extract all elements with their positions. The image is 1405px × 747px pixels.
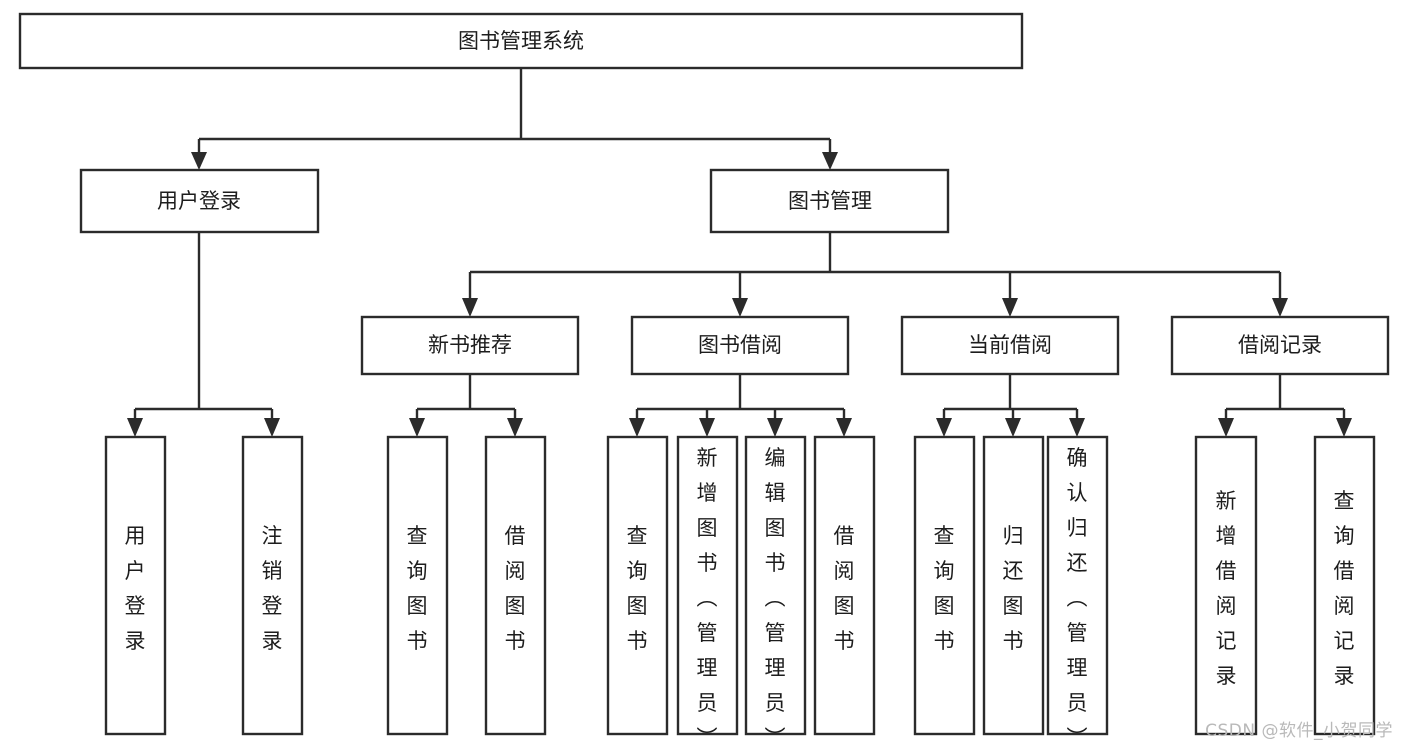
- node-leaf-edit-book-label: 编辑图书︵管理员︶: [765, 446, 786, 747]
- node-leaf-query-book-1-label: 查询图书: [407, 524, 428, 653]
- node-new-book-recommend-box[interactable]: [360, 315, 580, 376]
- node-leaf-borrow-book-2-label: 借阅图书: [834, 524, 855, 653]
- node-borrow-record-label: 借阅记录: [1238, 333, 1322, 357]
- arrow-to-leaf-borrow-book-2: [836, 418, 852, 437]
- connector-root-to-level1: [197, 68, 832, 157]
- node-leaf-logout-box[interactable]: [241, 435, 304, 736]
- node-current-borrow-box[interactable]: [900, 315, 1120, 376]
- node-leaf-query-book-2[interactable]: 查询图书: [606, 435, 669, 736]
- node-current-borrow-label: 当前借阅: [968, 333, 1052, 357]
- node-leaf-user-login-box[interactable]: [104, 435, 167, 736]
- arrow-to-leaf-edit-book: [767, 418, 783, 437]
- node-leaf-logout-label: 注销登录: [262, 524, 283, 653]
- connector-currentborrow-to-leaves: [942, 374, 1079, 422]
- node-leaf-confirm-return-box[interactable]: [1046, 435, 1109, 736]
- node-leaf-add-book-box[interactable]: [676, 435, 739, 736]
- node-user-login-box[interactable]: [79, 168, 320, 234]
- node-book-borrow-label: 图书借阅: [698, 333, 782, 357]
- leaf-nodes-layer: 用户登录 注销登录 查询图书 借阅图书 查询图书 新增图书︵管理员︶: [104, 435, 1376, 747]
- node-new-book-recommend-label: 新书推荐: [428, 333, 512, 357]
- node-leaf-query-book-1-box[interactable]: [386, 435, 449, 736]
- node-borrow-record[interactable]: 借阅记录: [1170, 315, 1390, 376]
- node-leaf-query-record-label: 查询借阅记录: [1334, 489, 1355, 688]
- node-new-book-recommend[interactable]: 新书推荐: [360, 315, 580, 376]
- node-leaf-add-record[interactable]: 新增借阅记录: [1194, 435, 1258, 736]
- connector-bookborrow-to-leaves: [635, 374, 846, 422]
- node-leaf-query-book-3[interactable]: 查询图书: [913, 435, 976, 736]
- arrow-to-user-login: [191, 152, 207, 170]
- node-book-manage[interactable]: 图书管理: [709, 168, 950, 234]
- node-leaf-query-book-2-label: 查询图书: [627, 524, 648, 653]
- arrow-to-current-borrow: [1002, 298, 1018, 317]
- arrow-to-leaf-query-book-3: [936, 418, 952, 437]
- node-leaf-return-book[interactable]: 归还图书: [982, 435, 1045, 736]
- node-root-box[interactable]: [18, 12, 1024, 70]
- node-leaf-add-record-label: 新增借阅记录: [1216, 489, 1237, 688]
- node-leaf-query-book-2-box[interactable]: [606, 435, 669, 736]
- node-leaf-borrow-book-1-label: 借阅图书: [505, 524, 526, 653]
- node-book-manage-box[interactable]: [709, 168, 950, 234]
- arrow-to-book-borrow: [732, 298, 748, 317]
- arrow-to-leaf-add-record: [1218, 418, 1234, 437]
- connector-userlogin-to-leaves: [133, 232, 274, 422]
- node-leaf-query-record-box[interactable]: [1313, 435, 1376, 736]
- node-leaf-query-book-3-box[interactable]: [913, 435, 976, 736]
- node-leaf-return-book-label: 归还图书: [1003, 524, 1024, 653]
- node-book-borrow-box[interactable]: [630, 315, 850, 376]
- node-leaf-user-login[interactable]: 用户登录: [104, 435, 167, 736]
- watermark-text: CSDN @软件_小贺同学: [1205, 721, 1393, 741]
- node-leaf-edit-book[interactable]: 编辑图书︵管理员︶: [744, 435, 807, 747]
- connector-bookmanage-to-level2: [468, 232, 1282, 303]
- arrow-to-leaf-user-login: [127, 418, 143, 437]
- arrow-to-leaf-borrow-book-1: [507, 418, 523, 437]
- node-leaf-add-record-box[interactable]: [1194, 435, 1258, 736]
- connectors-layer: [127, 68, 1352, 437]
- node-leaf-confirm-return-label: 确认归还︵管理员︶: [1067, 446, 1088, 747]
- node-user-login-label: 用户登录: [157, 189, 241, 213]
- node-borrow-record-box[interactable]: [1170, 315, 1390, 376]
- connector-borrowrecord-to-leaves: [1224, 374, 1346, 422]
- arrow-to-leaf-return-book: [1005, 418, 1021, 437]
- arrow-to-new-book-recommend: [462, 298, 478, 317]
- arrow-to-leaf-query-book-1: [409, 418, 425, 437]
- node-leaf-query-book-3-label: 查询图书: [934, 524, 955, 653]
- node-leaf-query-book-1[interactable]: 查询图书: [386, 435, 449, 736]
- node-leaf-borrow-book-1-box[interactable]: [484, 435, 547, 736]
- node-current-borrow[interactable]: 当前借阅: [900, 315, 1120, 376]
- node-leaf-add-book[interactable]: 新增图书︵管理员︶: [676, 435, 739, 747]
- arrow-to-leaf-query-record: [1336, 418, 1352, 437]
- arrow-to-borrow-record: [1272, 298, 1288, 317]
- node-leaf-user-login-label: 用户登录: [125, 524, 146, 653]
- arrow-to-leaf-logout: [264, 418, 280, 437]
- node-leaf-edit-book-box[interactable]: [744, 435, 807, 736]
- connector-newbook-to-leaves: [415, 374, 517, 422]
- node-root[interactable]: 图书管理系统: [18, 12, 1024, 70]
- arrow-to-book-manage: [822, 152, 838, 170]
- node-book-borrow[interactable]: 图书借阅: [630, 315, 850, 376]
- node-leaf-add-book-label: 新增图书︵管理员︶: [697, 446, 718, 747]
- node-leaf-borrow-book-1[interactable]: 借阅图书: [484, 435, 547, 736]
- node-leaf-logout[interactable]: 注销登录: [241, 435, 304, 736]
- node-book-manage-label: 图书管理: [788, 189, 872, 213]
- arrow-to-leaf-query-book-2: [629, 418, 645, 437]
- node-root-label: 图书管理系统: [458, 29, 584, 53]
- node-leaf-borrow-book-2-box[interactable]: [813, 435, 876, 736]
- node-leaf-confirm-return[interactable]: 确认归还︵管理员︶: [1046, 435, 1109, 747]
- node-leaf-query-record[interactable]: 查询借阅记录: [1313, 435, 1376, 736]
- node-leaf-return-book-box[interactable]: [982, 435, 1045, 736]
- node-user-login[interactable]: 用户登录: [79, 168, 320, 234]
- arrow-to-leaf-confirm-return: [1069, 418, 1085, 437]
- node-leaf-borrow-book-2[interactable]: 借阅图书: [813, 435, 876, 736]
- arrow-to-leaf-add-book: [699, 418, 715, 437]
